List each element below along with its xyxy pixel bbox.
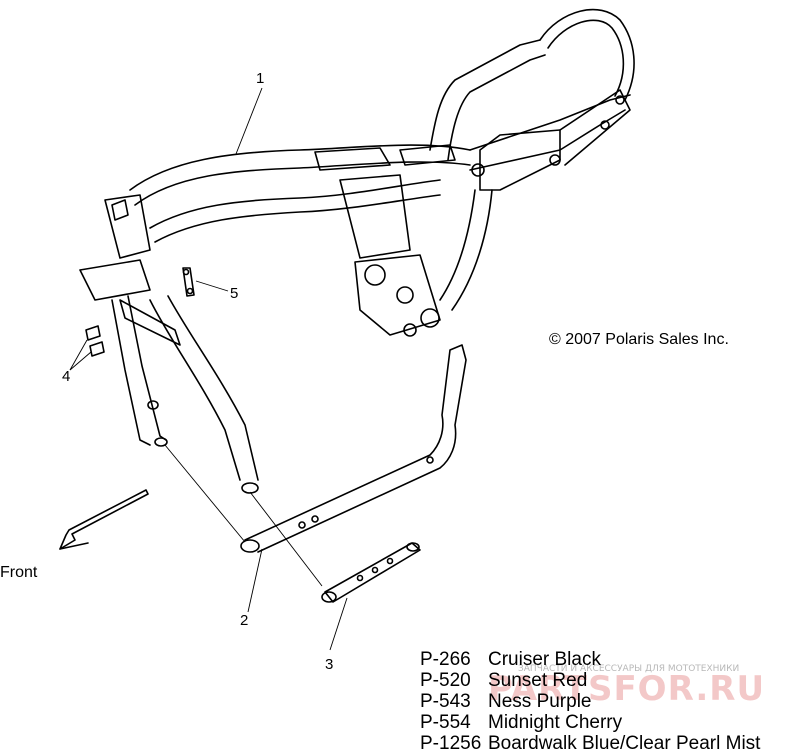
front-label: Front — [0, 564, 38, 581]
callout-1: 1 — [256, 70, 265, 87]
cross-tube-part-2 — [240, 344, 467, 553]
callout-5: 5 — [230, 285, 239, 302]
bolts-part-4 — [85, 325, 105, 357]
callout-3: 3 — [325, 656, 334, 673]
main-frame-part — [79, 8, 635, 494]
bracket-part-3 — [321, 542, 421, 603]
watermark-subtitle: ЗАПЧАСТИ И АКСЕССУАРЫ ДЛЯ МОТОТЕХНИКИ — [518, 664, 740, 674]
watermark-logo: PARTSFOR.RU — [488, 669, 766, 709]
link-part-5 — [182, 267, 195, 297]
callout-4: 4 — [62, 368, 71, 385]
callout-2: 2 — [240, 612, 249, 629]
front-arrow-icon — [59, 489, 149, 550]
leader-lines — [69, 87, 348, 651]
copyright-text: © 2007 Polaris Sales Inc. — [549, 331, 729, 348]
